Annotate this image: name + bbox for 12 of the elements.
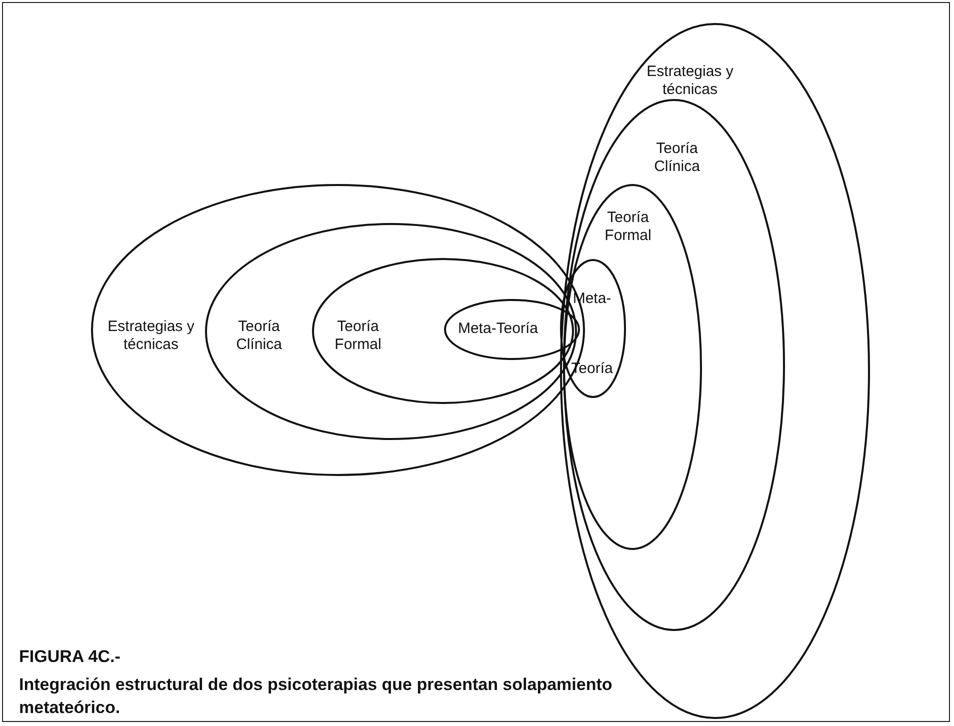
ellipse-label: Estrategias y técnicas bbox=[646, 63, 734, 99]
ellipse-label: Teoría Formal bbox=[334, 318, 382, 354]
ellipse-label: Teoría Clínica bbox=[235, 318, 283, 354]
ellipse-label: Meta-Teoría bbox=[456, 320, 540, 338]
ellipse bbox=[563, 99, 785, 631]
figure-caption: Integración estructural de dos psicoterapias que presentan solapamiento metateórico. bbox=[19, 674, 614, 719]
ellipse bbox=[560, 259, 626, 398]
ellipse-label: Teoría Formal bbox=[604, 209, 652, 245]
figure-title: FIGURA 4C.- bbox=[19, 647, 120, 667]
ellipse-label: Estrategias y técnicas bbox=[106, 318, 196, 354]
ellipse-label: Teoría Clínica bbox=[653, 140, 701, 176]
ellipse bbox=[563, 184, 702, 550]
